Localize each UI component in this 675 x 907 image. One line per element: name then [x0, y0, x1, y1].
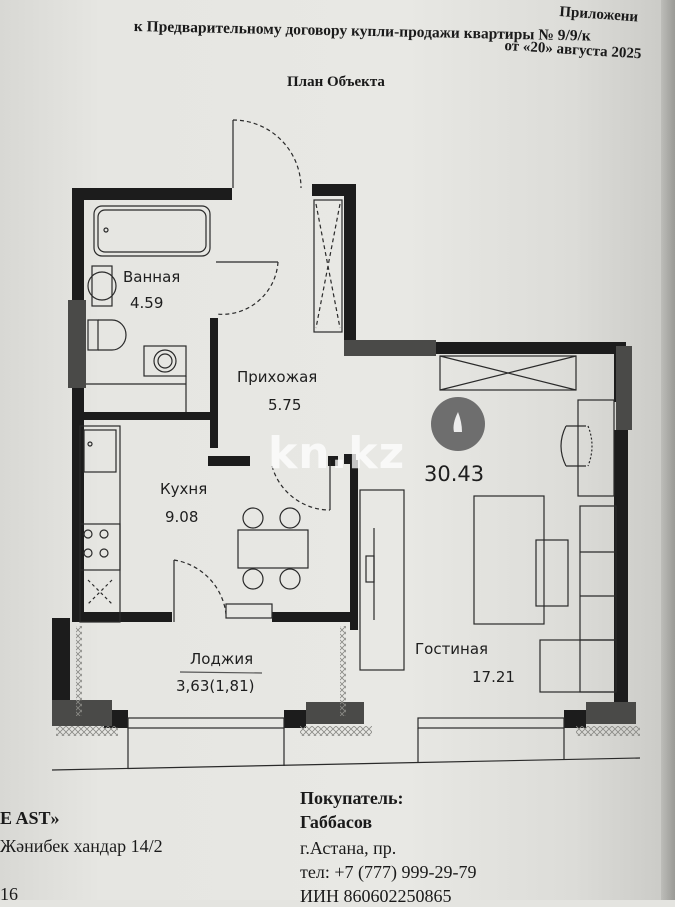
buyer-phone: тел: +7 (777) 999-29-79 [300, 862, 477, 882]
total-area: 30.43 [424, 462, 485, 486]
seller-extra: 16 [0, 884, 18, 904]
room-count-1-icon [453, 412, 462, 432]
seller-address: Жәнибек хандар 14/2 [0, 836, 163, 856]
room-area-bathroom: 4.59 [130, 294, 164, 312]
room-name-hallway: Прихожая [237, 368, 318, 386]
room-name-bathroom: Ванная [123, 268, 181, 286]
room-name-loggia: Лоджия [190, 650, 254, 668]
buyer-heading: Покупатель: [300, 788, 404, 808]
room-name-kitchen: Кухня [160, 480, 208, 498]
buyer-name: Габбасов [300, 812, 373, 832]
buyer-city: г.Астана, пр. [300, 838, 397, 858]
room-area-kitchen: 9.08 [165, 508, 199, 526]
room-name-living: Гостиная [415, 640, 489, 658]
room-area-loggia: 3,63(1,81) [176, 677, 255, 695]
page-edge [661, 0, 675, 900]
page-title: План Объекта [287, 74, 385, 90]
watermark: kn.kz [268, 428, 406, 479]
buyer-iin: ИИН 860602250865 [300, 886, 452, 906]
room-area-hallway: 5.75 [268, 396, 302, 414]
seller-name: E AST» [0, 808, 60, 828]
room-area-living: 17.21 [472, 668, 515, 686]
